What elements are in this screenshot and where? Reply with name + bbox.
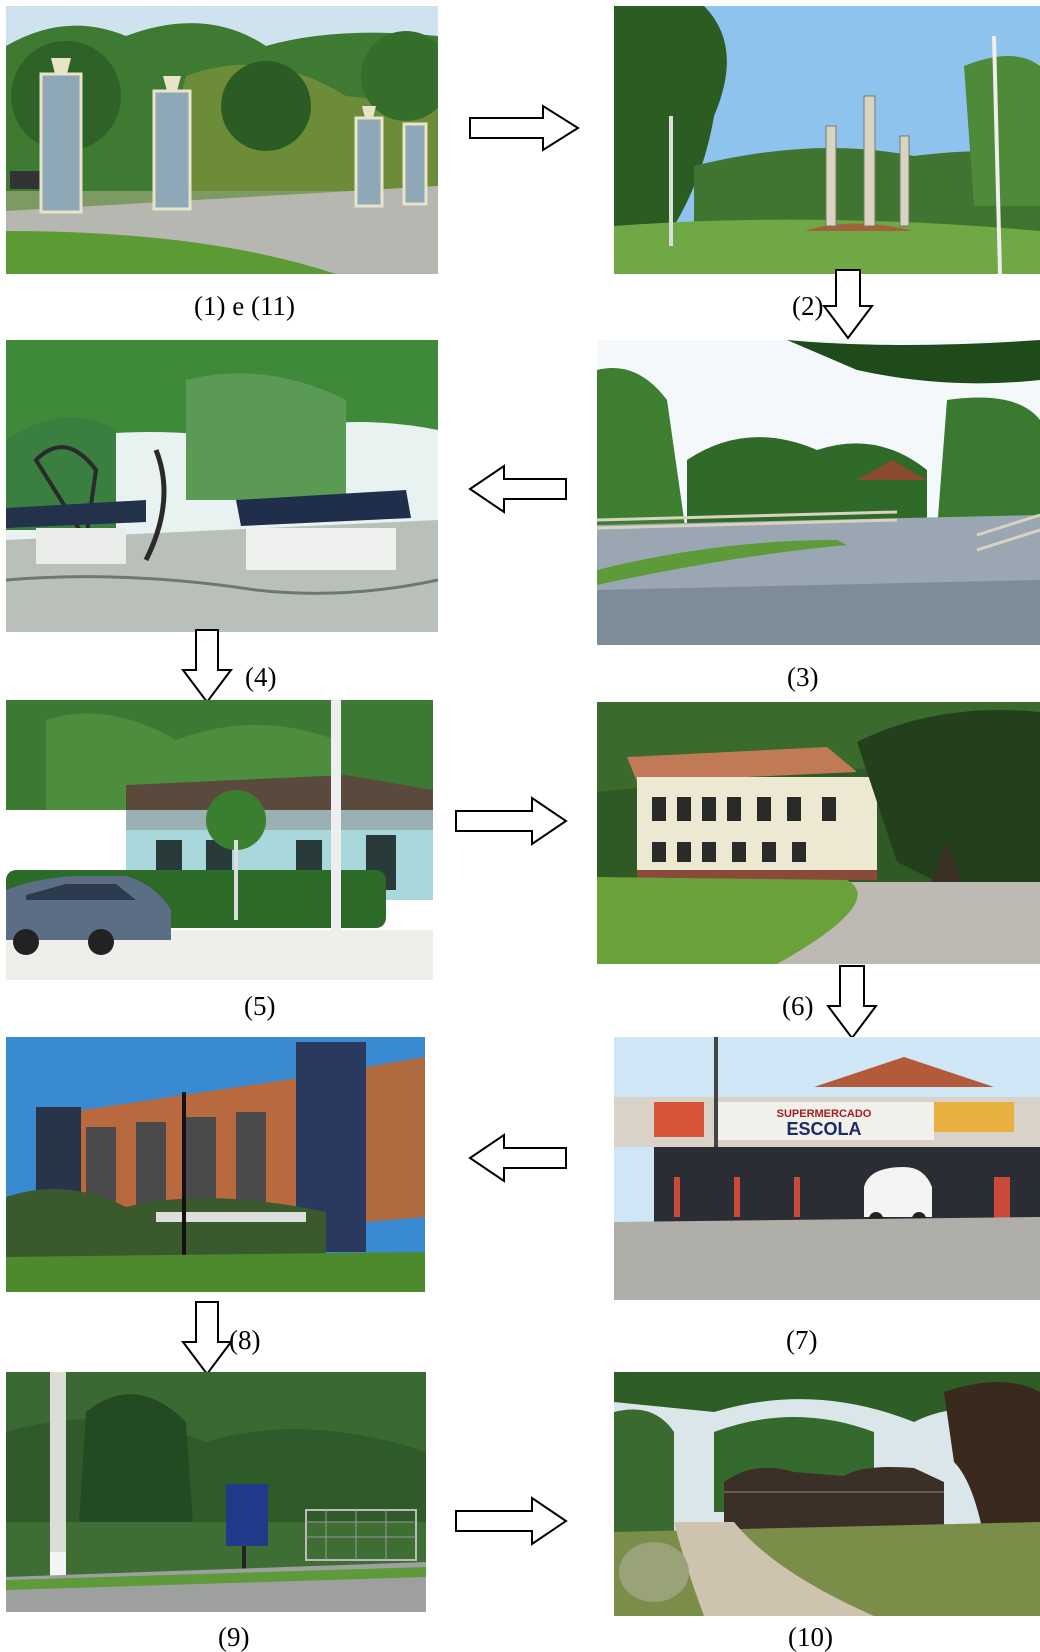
arrow-right-icon [469, 104, 580, 152]
arrow-left-icon [468, 464, 567, 514]
caption-6: (6) [782, 991, 814, 1021]
photo-7-supermarket: SUPERMERCADO ESCOLA [614, 1037, 1040, 1300]
photo-10-garden-path [614, 1372, 1040, 1616]
sign-supermarket: SUPERMERCADO [777, 1108, 872, 1120]
sign-escola: ESCOLA [786, 1119, 861, 1139]
photo-6-historic-building [597, 702, 1040, 964]
photo-9-garden-entrance [6, 1372, 426, 1612]
arrow-left-icon [468, 1133, 567, 1183]
caption-4: (4) [245, 662, 277, 692]
caption-5: (5) [244, 991, 276, 1021]
caption-10: (10) [788, 1622, 833, 1652]
caption-2: (2) [792, 291, 824, 321]
arrow-right-icon [455, 1496, 568, 1546]
caption-9: (9) [218, 1622, 250, 1652]
photo-1-entrance-gate [6, 6, 438, 274]
caption-8: (8) [229, 1325, 261, 1355]
photo-4-picnic-area [6, 340, 438, 632]
photo-5-building-with-car [6, 700, 433, 980]
photo-3-tree-lined-road [597, 340, 1040, 645]
arrow-down-icon [181, 629, 233, 704]
arrow-down-icon [181, 1301, 233, 1376]
arrow-down-icon [822, 269, 874, 340]
arrow-right-icon [455, 796, 568, 846]
arrow-down-icon [826, 965, 878, 1040]
photo-8-modern-building [6, 1037, 425, 1292]
photo-2-monument-columns [614, 6, 1040, 274]
caption-3: (3) [787, 662, 819, 692]
caption-1-and-11: (1) e (11) [194, 291, 295, 321]
caption-7: (7) [786, 1325, 818, 1355]
